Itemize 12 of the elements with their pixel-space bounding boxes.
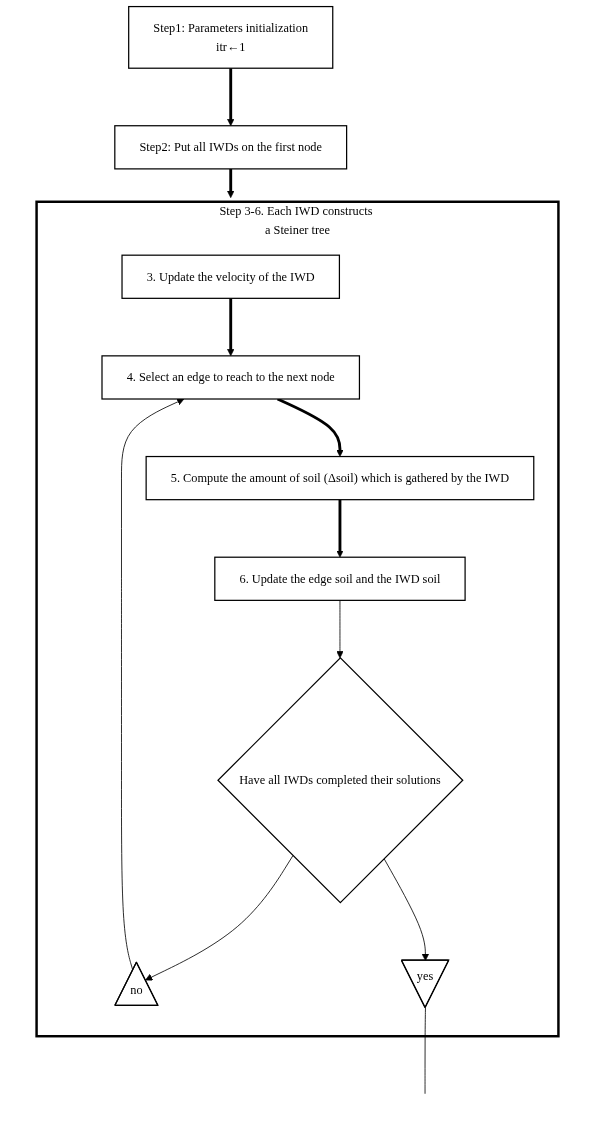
node-box: 4. Select an edge to reach to the next node (100, 355, 360, 400)
node-box: Step2: Put all IWDs on the first node (113, 125, 347, 170)
node-box: 6. Update the edge soil and the IWD soil (213, 556, 466, 601)
node-box: 3. Update the velocity of the IWD (120, 254, 340, 299)
node-box: Step1: Parameters initialization itr←1 (127, 5, 333, 69)
connector (424, 1007, 426, 1095)
arrow (226, 298, 234, 357)
arrow (335, 499, 344, 558)
node-box: 5. Compute the amount of soil (Δsoil) which is gathered by the IWD (145, 455, 534, 501)
arrow (226, 68, 234, 127)
node-diamond: Have all IWDs completed their solutions (216, 657, 464, 904)
arrow (226, 168, 234, 198)
